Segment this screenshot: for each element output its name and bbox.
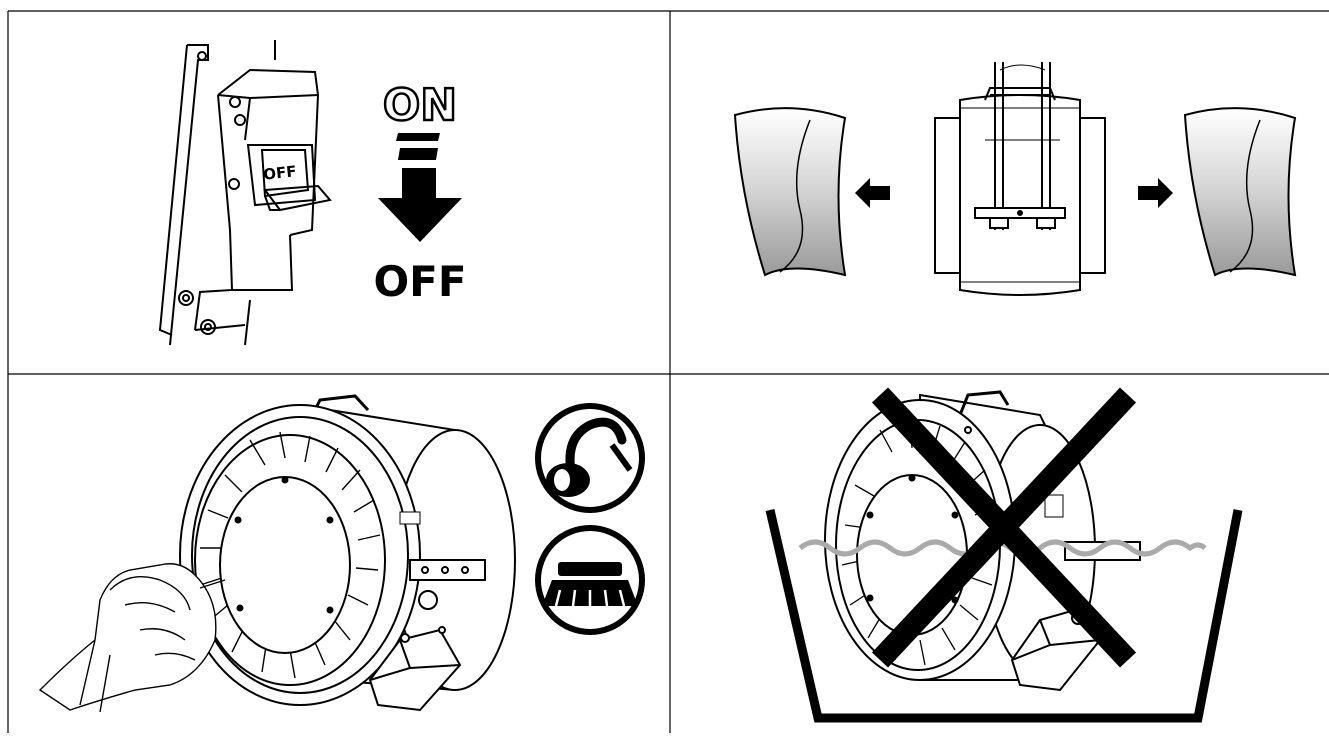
off-label: OFF [373, 257, 466, 306]
circuit-breaker [158, 40, 332, 346]
panel-no-immersion [765, 387, 1243, 723]
water-container [765, 508, 1243, 723]
brush-icon [535, 525, 645, 635]
down-arrow-icon [378, 133, 462, 242]
inline-fan-front [179, 394, 516, 712]
panel-power-off: OFF ON OFF [158, 40, 467, 346]
on-label: ON [383, 80, 457, 131]
hand-with-cloth [38, 563, 226, 713]
arrow-left-icon [855, 178, 890, 208]
panel-clean-dry [38, 394, 645, 713]
panel-disconnect-ducts [733, 62, 1297, 296]
panel-grid [7, 10, 1329, 733]
arrow-right-icon [1138, 178, 1173, 208]
duct-right [1183, 107, 1297, 277]
cross-out-icon [871, 387, 1137, 668]
duct-left [733, 107, 847, 277]
inline-fan-side [934, 62, 1106, 296]
switch-label: OFF [262, 162, 297, 183]
vacuum-cleaner-icon [535, 403, 645, 513]
